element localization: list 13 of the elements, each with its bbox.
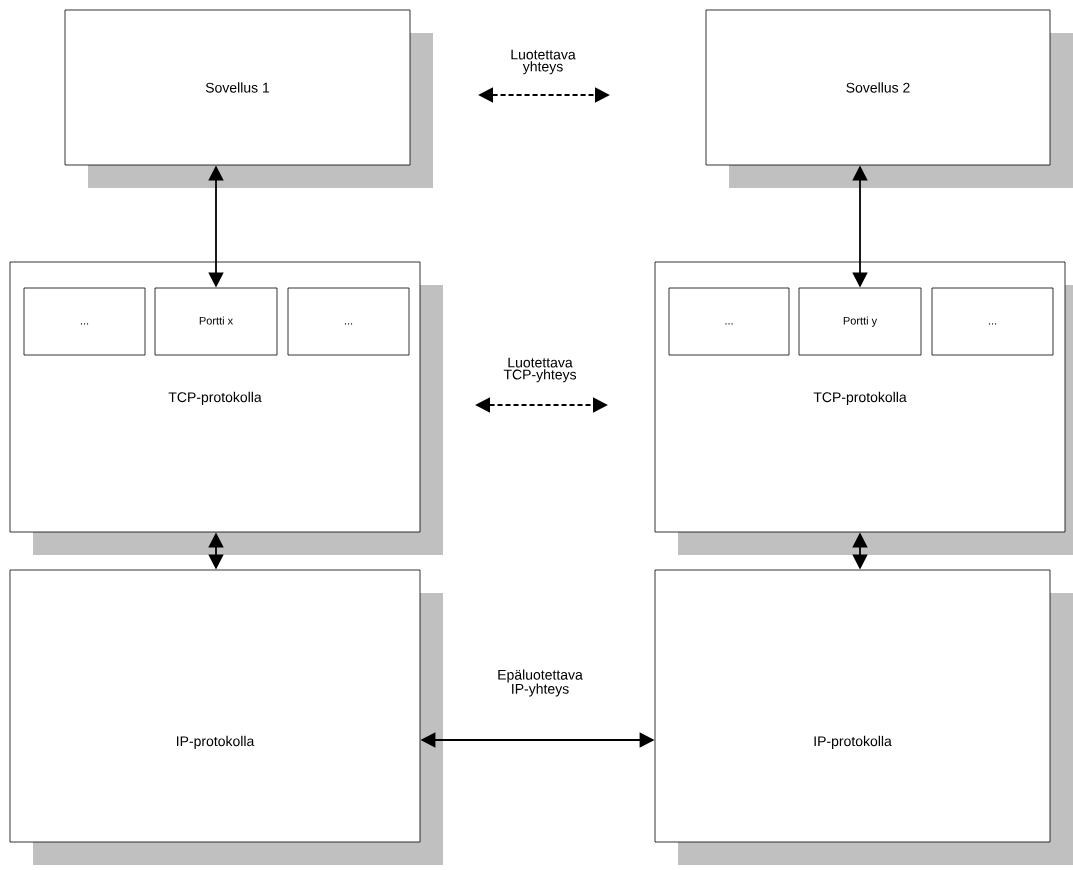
layer-box: IP-protokolla — [654, 569, 1073, 865]
port-box: ... — [668, 287, 790, 356]
port-box: ... — [287, 287, 410, 356]
port-box: Portti x — [154, 287, 278, 356]
port-box: ... — [931, 287, 1054, 356]
port-box: ... — [23, 287, 146, 356]
layer-box: Sovellus 1 — [64, 9, 433, 188]
edge-label: Epäluotettava IP-yhteys — [498, 669, 583, 697]
layer-box: Sovellus 2 — [705, 9, 1073, 188]
port-box: Portti y — [798, 287, 922, 356]
connection-label: Luotettava yhteys — [511, 49, 576, 75]
layer-box: IP-protokolla — [9, 569, 443, 865]
connection-label: Luotettava TCP-yhteys — [503, 357, 577, 383]
